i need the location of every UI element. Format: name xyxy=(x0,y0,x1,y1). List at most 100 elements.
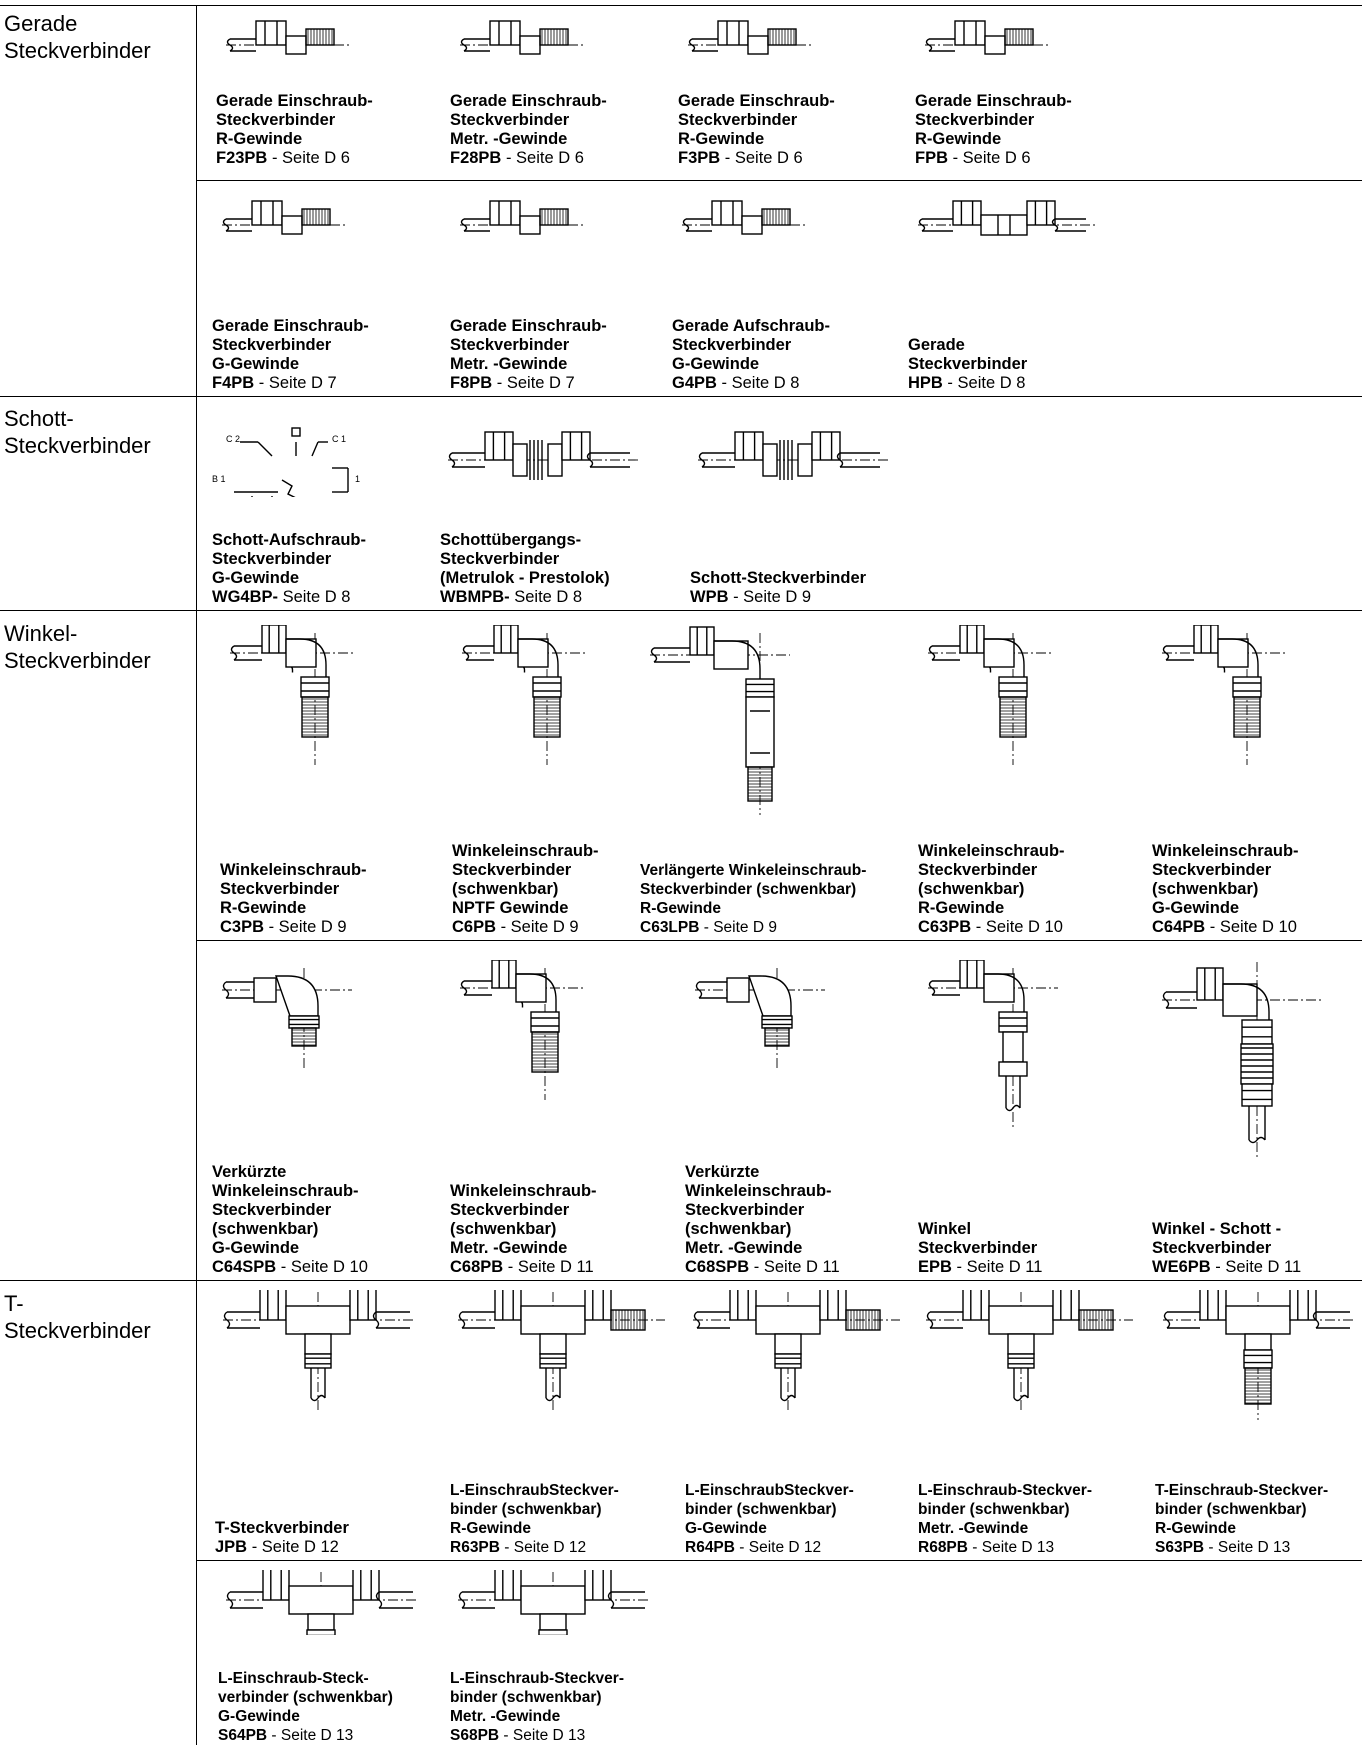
page-reference[interactable]: - Seite D 13 xyxy=(499,1727,586,1744)
caption-line: R-Gewinde xyxy=(216,130,303,148)
caption-reference: R64PB - Seite D 12 xyxy=(685,1538,854,1557)
caption-line: (schwenkbar) xyxy=(918,880,1025,898)
part-code: C64PB xyxy=(1152,918,1206,936)
part-code: WBMPB- xyxy=(440,588,510,606)
caption-line: (schwenkbar) xyxy=(212,1220,319,1238)
caption-line: Winkel xyxy=(918,1220,972,1238)
page-reference[interactable]: - Seite D 12 xyxy=(247,1538,339,1556)
page-reference[interactable]: - Seite D 7 xyxy=(254,374,337,392)
page-reference[interactable]: - Seite D 9 xyxy=(496,918,579,936)
catalog-item-s63pb: T-Einschraub-Steckver-binder (schwenkbar… xyxy=(1155,1290,1362,1557)
elbow-bulkhead-icon xyxy=(1162,962,1322,1160)
page-reference[interactable]: - Seite D 12 xyxy=(734,1539,822,1556)
caption-reference: F4PB - Seite D 7 xyxy=(212,374,369,393)
run-tee-fitting-icon xyxy=(458,1290,665,1410)
page-reference[interactable]: - Seite D 13 xyxy=(967,1539,1055,1556)
page-reference[interactable]: - Seite D 11 xyxy=(749,1258,840,1276)
table-rule xyxy=(0,1280,1362,1281)
caption-line: binder (schwenkbar) xyxy=(450,1689,602,1706)
caption-line: Gerade Einschraub- xyxy=(915,92,1072,110)
caption-line: Steckverbinder xyxy=(450,111,570,129)
table-rule xyxy=(196,180,1362,181)
caption-reference: R63PB - Seite D 12 xyxy=(450,1538,619,1557)
part-code: R64PB xyxy=(685,1539,735,1556)
page-reference[interactable]: - Seite D 6 xyxy=(720,149,803,167)
page-reference[interactable]: - Seite D 11 xyxy=(951,1258,1043,1276)
caption-line: Steckverbinder xyxy=(212,336,332,354)
caption-line: Steckverbinder xyxy=(216,111,336,129)
part-code: F23PB xyxy=(216,149,268,167)
caption-line: Metr. -Gewinde xyxy=(450,1239,568,1257)
part-code: JPB xyxy=(215,1538,248,1556)
catalog-item-r68pb: L-Einschraub-Steckver-binder (schwenkbar… xyxy=(918,1290,1140,1557)
caption-line: Winkeleinschraub- xyxy=(1152,842,1299,860)
page-reference[interactable]: - Seite D 11 xyxy=(503,1258,594,1276)
caption-line: R-Gewinde xyxy=(450,1520,531,1537)
column-rule xyxy=(196,5,197,1745)
caption-line: G-Gewinde xyxy=(1152,899,1240,917)
caption-line: R-Gewinde xyxy=(915,130,1002,148)
part-code: R68PB xyxy=(918,1539,968,1556)
item-caption: Winkeleinschraub-Steckverbinder(schwenkb… xyxy=(1152,842,1299,937)
page-reference[interactable]: - Seite D 6 xyxy=(267,149,350,167)
caption-reference: S68PB - Seite D 13 xyxy=(450,1726,624,1745)
caption-line: Steckverbinder xyxy=(672,336,792,354)
catalog-item-s68pb: L-Einschraub-Steckver-binder (schwenkbar… xyxy=(450,1570,672,1745)
page-reference[interactable]: - Seite D 6 xyxy=(501,149,584,167)
page-reference[interactable]: - Seite D 11 xyxy=(1210,1258,1302,1276)
page-reference[interactable]: - Seite D 13 xyxy=(1204,1539,1291,1556)
caption-line: NPTF Gewinde xyxy=(452,899,569,917)
caption-line: Steckverbinder xyxy=(212,1201,332,1219)
caption-line: G-Gewinde xyxy=(672,355,760,373)
part-code: C63LPB xyxy=(640,919,700,936)
catalog-item-wg4bp: C 2C 1B 11B 2JSchott-Aufschraub-Steckver… xyxy=(212,420,434,607)
caption-reference: WBMPB- Seite D 8 xyxy=(440,588,610,607)
catalog-item-c68pb: Winkeleinschraub-Steckverbinder(schwenkb… xyxy=(450,960,672,1277)
part-code: F8PB xyxy=(450,374,493,392)
page-reference[interactable]: - Seite D 10 xyxy=(1205,918,1297,936)
page-reference[interactable]: - Seite D 9 xyxy=(728,588,812,606)
page-reference[interactable]: - Seite D 8 xyxy=(716,374,800,392)
page-reference[interactable]: - Seite D 8 xyxy=(942,374,1026,392)
page-reference[interactable]: - Seite D 13 xyxy=(267,1727,354,1744)
caption-reference: F28PB - Seite D 6 xyxy=(450,149,607,168)
caption-reference: G4PB - Seite D 8 xyxy=(672,374,830,393)
part-code: C3PB xyxy=(220,918,265,936)
caption-line: Steckverbinder xyxy=(918,1239,1038,1257)
page-reference[interactable]: - Seite D 9 xyxy=(699,919,777,936)
caption-line: Winkeleinschraub- xyxy=(450,1182,597,1200)
page-reference[interactable]: - Seite D 7 xyxy=(492,374,575,392)
page-reference[interactable]: - Seite D 12 xyxy=(499,1539,587,1556)
caption-line: L-EinschraubSteckver- xyxy=(450,1482,619,1499)
caption-line: Steckverbinder xyxy=(915,111,1035,129)
page-reference[interactable]: - Seite D 9 xyxy=(264,918,347,936)
caption-reference: FPB - Seite D 6 xyxy=(915,149,1072,168)
caption-reference: F3PB - Seite D 6 xyxy=(678,149,835,168)
caption-line: (schwenkbar) xyxy=(452,880,559,898)
straight-screw-fitting-icon xyxy=(688,20,813,55)
caption-line: (schwenkbar) xyxy=(450,1220,557,1238)
page-reference[interactable]: - Seite D 10 xyxy=(276,1258,368,1276)
caption-line: Steckverbinder xyxy=(685,1201,805,1219)
caption-line: Gerade Einschraub- xyxy=(678,92,835,110)
caption-line: Gerade Aufschraub- xyxy=(672,317,831,335)
caption-line: R-Gewinde xyxy=(220,899,307,917)
straight-screw-fitting-icon xyxy=(460,20,585,55)
caption-reference: F23PB - Seite D 6 xyxy=(216,149,373,168)
caption-line: Schott-Aufschraub- xyxy=(212,531,366,549)
caption-line: R-Gewinde xyxy=(1155,1520,1236,1537)
page-reference[interactable]: Seite D 8 xyxy=(509,588,583,606)
page-reference[interactable]: - Seite D 10 xyxy=(971,918,1063,936)
page-reference[interactable]: - Seite D 6 xyxy=(948,149,1031,167)
page-reference[interactable]: Seite D 8 xyxy=(278,588,351,606)
category-label-winkel: Winkel- Steckverbinder xyxy=(4,621,151,673)
